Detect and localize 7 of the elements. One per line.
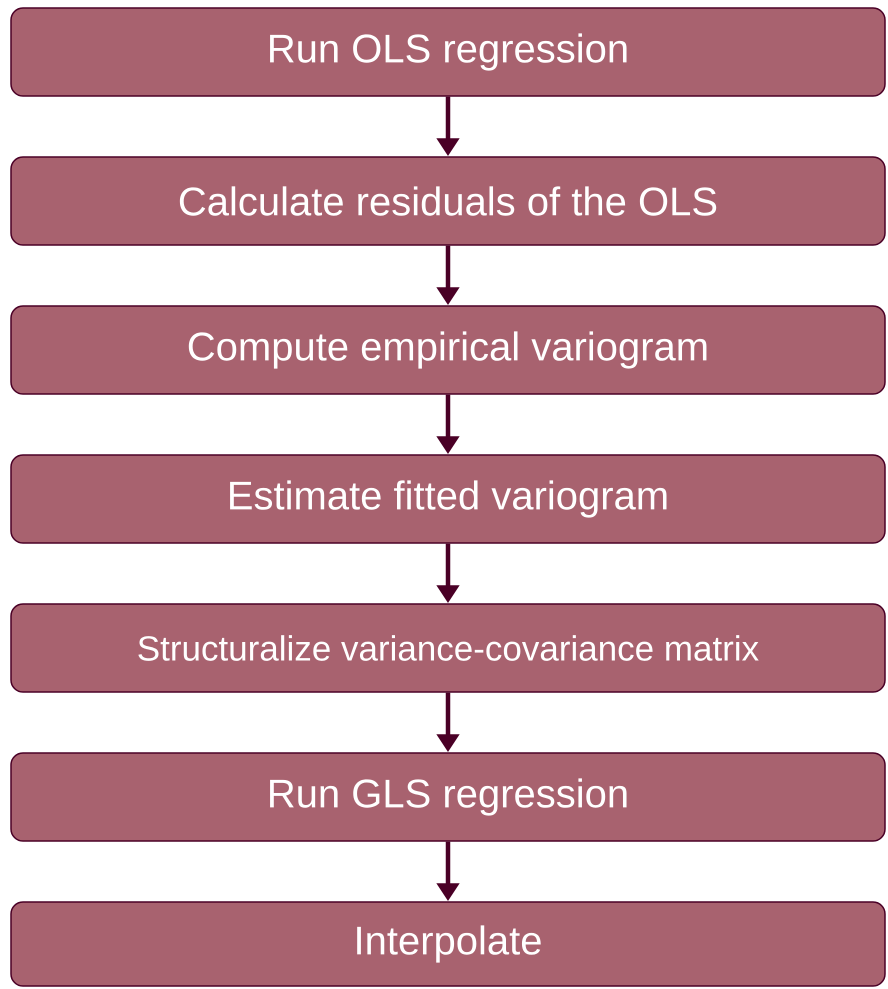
process-box: Run OLS regression bbox=[10, 7, 886, 97]
process-box: Compute empirical variogram bbox=[10, 305, 886, 395]
process-box: Run GLS regression bbox=[10, 752, 886, 842]
process-box: Structuralize variance-covariance matrix bbox=[10, 603, 886, 693]
process-box: Calculate residuals of the OLS bbox=[10, 156, 886, 246]
process-box: Estimate fitted variogram bbox=[10, 454, 886, 544]
process-box: Interpolate bbox=[10, 901, 886, 987]
